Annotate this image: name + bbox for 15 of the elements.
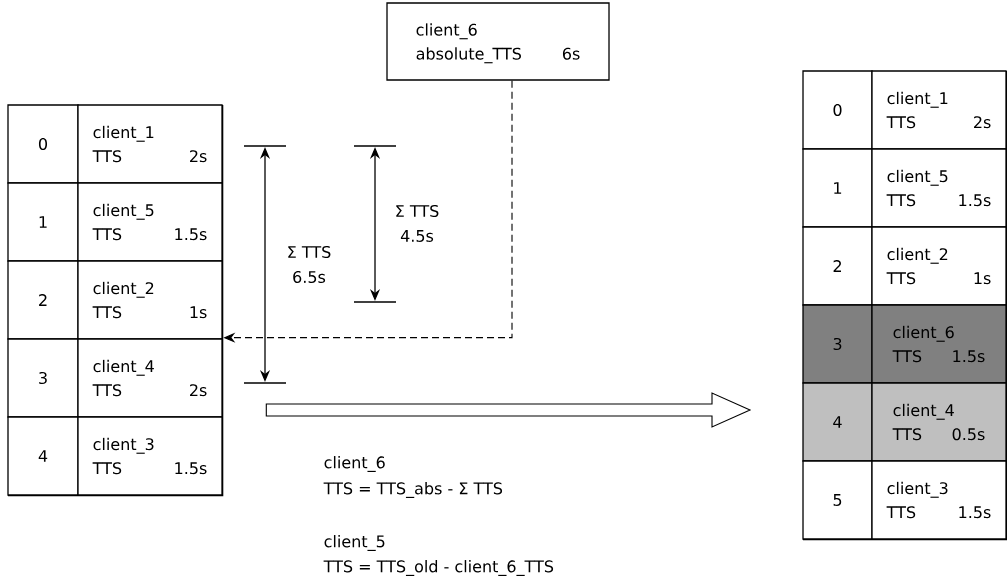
dimension-label: 6.5s	[293, 270, 326, 284]
index-cell: 1	[7, 182, 79, 262]
formula-text: TTS = TTS_old - client_6_TTS	[323, 560, 554, 576]
dimension-label: Σ TTS	[288, 245, 331, 259]
formula-text: client_5	[324, 535, 385, 551]
formula-text: client_6	[324, 456, 385, 472]
index-cell: 0	[7, 104, 79, 184]
index-cell: 2	[7, 260, 79, 340]
formula-text: TTS = TTS_abs - Σ TTS	[323, 482, 503, 498]
dimension-label: Σ TTS	[396, 204, 439, 218]
index-cell: 4	[7, 416, 79, 496]
arrow	[265, 392, 752, 428]
dimension-label: 4.5s	[400, 230, 434, 242]
info-box: client_6 absolute_TTS 6s	[386, 2, 610, 81]
index-cell: 3	[7, 338, 79, 418]
